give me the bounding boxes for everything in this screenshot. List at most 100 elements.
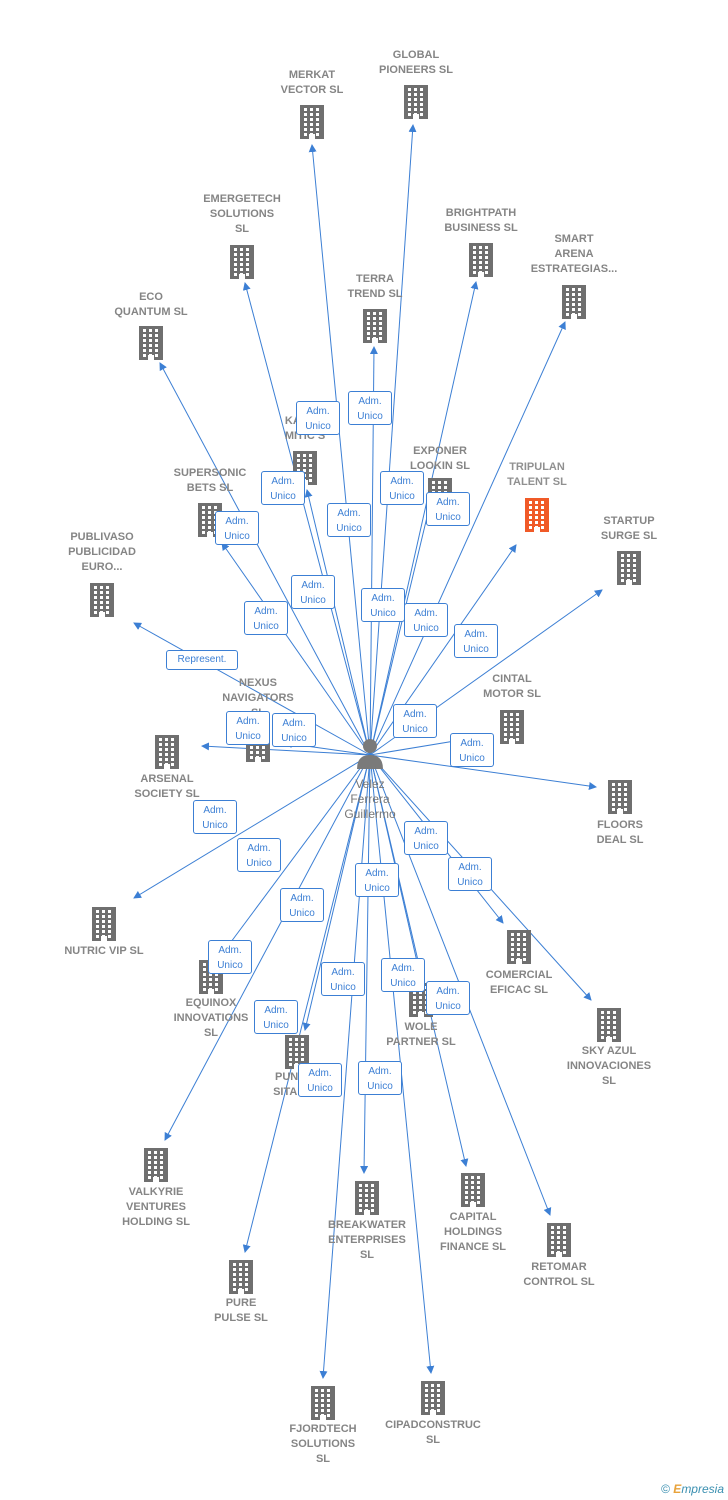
relation-label-comercial-eficac-sl[interactable]: Adm. Unico xyxy=(404,821,448,855)
relation-label-nutric-vip-sl[interactable]: Adm. Unico xyxy=(193,800,237,834)
company-label-exponer-lookin-sl[interactable]: EXPONER LOOKIN SL xyxy=(410,445,470,472)
building-icon-fjordtech-solutions-sl[interactable] xyxy=(311,1386,335,1420)
company-label-cintal-motor-sl[interactable]: CINTAL MOTOR SL xyxy=(483,673,541,700)
building-icon-breakwater-enterprises-sl[interactable] xyxy=(355,1181,379,1215)
edge-nutric-vip-sl xyxy=(133,754,371,899)
relation-label-floors-deal-sl[interactable]: Adm. Unico xyxy=(450,733,494,767)
edge-exponer-lookin-sl xyxy=(369,491,436,756)
building-icon-sky-azul-innovaciones-sl[interactable] xyxy=(597,1008,621,1042)
building-icon-global-pioneers-sl[interactable] xyxy=(404,85,428,119)
relation-label-fjordtech-solutions-sl[interactable]: Adm. Unico xyxy=(298,1063,342,1097)
relation-label-cintal-motor-sl[interactable]: Adm. Unico xyxy=(393,704,437,738)
relation-label-capital-holdings-finance-sl[interactable]: Adm. Unico xyxy=(381,958,425,992)
edge-puntel-sital-sl xyxy=(302,754,371,1031)
company-label-retomar-control-sl[interactable]: RETOMAR CONTROL SL xyxy=(523,1261,595,1288)
relation-label-publivaso-publicidad-euro[interactable]: Represent. xyxy=(166,650,238,670)
company-label-breakwater-enterprises-sl[interactable]: BREAKWATER ENTERPRISES SL xyxy=(327,1219,406,1261)
company-label-terra-trend-sl[interactable]: TERRA TREND SL xyxy=(347,273,403,300)
edge-emergetech-solutions-sl xyxy=(242,282,371,756)
company-label-equinox-innovations-sl[interactable]: EQUINOX INNOVATIONS SL xyxy=(173,997,249,1039)
edge-valkyrie-ventures-holding-sl xyxy=(164,754,371,1141)
relation-label-equinox-innovations-sl[interactable]: Adm. Unico xyxy=(237,838,281,872)
edge-kapital-mitic xyxy=(304,489,371,756)
building-icon-capital-holdings-finance-sl[interactable] xyxy=(461,1173,485,1207)
relation-label-tripulan-talent-sl[interactable]: Adm. Unico xyxy=(404,603,448,637)
relation-label-arsenal-society-sl[interactable]: Adm. Unico xyxy=(226,711,270,745)
company-label-publivaso-publicidad-euro[interactable]: PUBLIVASO PUBLICIDAD EURO... xyxy=(68,531,136,573)
edge-global-pioneers-sl xyxy=(369,124,417,756)
building-icon-eco-quantum-sl[interactable] xyxy=(139,326,163,360)
relation-label-sky-azul-innovaciones-sl[interactable]: Adm. Unico xyxy=(448,857,492,891)
footer-brand: © Empresia xyxy=(661,1482,724,1496)
building-icon-cintal-motor-sl[interactable] xyxy=(500,710,524,744)
company-label-valkyrie-ventures-holding-sl[interactable]: VALKYRIE VENTURES HOLDING SL xyxy=(122,1186,190,1228)
building-icon-tripulan-talent-sl[interactable] xyxy=(525,498,549,532)
company-label-brightpath-business-sl[interactable]: BRIGHTPATH BUSINESS SL xyxy=(444,207,518,234)
relation-label-smart-arena-estrategias[interactable]: Adm. Unico xyxy=(426,492,470,526)
person-icon xyxy=(357,739,383,769)
company-label-comercial-eficac-sl[interactable]: COMERCIAL EFICAC SL xyxy=(485,969,553,996)
building-icon-terra-trend-sl[interactable] xyxy=(363,309,387,343)
building-icon-emergetech-solutions-sl[interactable] xyxy=(230,245,254,279)
center-person-name[interactable]: Velez Ferrera Guillermo xyxy=(344,777,396,821)
relation-label-startup-surge-sl[interactable]: Adm. Unico xyxy=(454,624,498,658)
company-label-floors-deal-sl[interactable]: FLOORS DEAL SL xyxy=(596,819,644,846)
relation-label-retomar-control-sl[interactable]: Adm. Unico xyxy=(426,981,470,1015)
relation-label-exponer-lookin-sl[interactable]: Adm. Unico xyxy=(361,588,405,622)
building-icon-floors-deal-sl[interactable] xyxy=(608,780,632,814)
edge-publivaso-publicidad-euro xyxy=(133,622,371,756)
company-label-cipadconstruc-sl[interactable]: CIPADCONSTRUC SL xyxy=(385,1419,481,1446)
edge-smart-arena-estrategias xyxy=(369,321,566,756)
company-label-eco-quantum-sl[interactable]: ECO QUANTUM SL xyxy=(114,291,188,318)
company-label-fjordtech-solutions-sl[interactable]: FJORDTECH SOLUTIONS SL xyxy=(289,1423,357,1465)
building-icon-merkat-vector-sl[interactable] xyxy=(300,105,324,139)
relation-label-eco-quantum-sl[interactable]: Adm. Unico xyxy=(215,511,259,545)
company-label-wole-partner-sl[interactable]: WOLE PARTNER SL xyxy=(386,1021,456,1048)
building-icon-brightpath-business-sl[interactable] xyxy=(469,243,493,277)
edge-arsenal-society-sl xyxy=(201,742,371,756)
relation-label-wole-partner-sl[interactable]: Adm. Unico xyxy=(355,863,399,897)
relation-label-puntel-sital-sl[interactable]: Adm. Unico xyxy=(280,888,324,922)
company-label-supersonic-bets-sl[interactable]: SUPERSONIC BETS SL xyxy=(173,467,247,494)
building-icon-arsenal-society-sl[interactable] xyxy=(155,735,179,769)
building-icon-nutric-vip-sl[interactable] xyxy=(92,907,116,941)
edge-brightpath-business-sl xyxy=(369,281,479,756)
company-label-merkat-vector-sl[interactable]: MERKAT VECTOR SL xyxy=(280,69,344,96)
brand-logo-text: mpresia xyxy=(681,1482,724,1496)
building-icon-publivaso-publicidad-euro[interactable] xyxy=(90,583,114,617)
relation-label-global-pioneers-sl[interactable]: Adm. Unico xyxy=(348,391,392,425)
relation-label-merkat-vector-sl[interactable]: Adm. Unico xyxy=(296,401,340,435)
company-label-puntel-sital-sl[interactable]: PUNTEL SITAL SL xyxy=(273,1071,321,1098)
company-label-smart-arena-estrategias[interactable]: SMART ARENA ESTRATEGIAS... xyxy=(530,233,618,275)
relation-label-kapital-mitic[interactable]: Adm. Unico xyxy=(291,575,335,609)
relation-label-terra-trend-sl[interactable]: Adm. Unico xyxy=(327,503,371,537)
building-icon-pure-pulse-sl[interactable] xyxy=(229,1260,253,1294)
relation-label-supersonic-bets-sl[interactable]: Adm. Unico xyxy=(244,601,288,635)
company-label-emergetech-solutions-sl[interactable]: EMERGETECH SOLUTIONS SL xyxy=(203,193,281,235)
edge-merkat-vector-sl xyxy=(308,144,371,756)
relation-label-cipadconstruc-sl[interactable]: Adm. Unico xyxy=(358,1061,402,1095)
relation-label-breakwater-enterprises-sl[interactable]: Adm. Unico xyxy=(321,962,365,996)
relation-label-valkyrie-ventures-holding-sl[interactable]: Adm. Unico xyxy=(208,940,252,974)
company-label-nutric-vip-sl[interactable]: NUTRIC VIP SL xyxy=(64,945,144,957)
building-icon-comercial-eficac-sl[interactable] xyxy=(507,930,531,964)
relation-label-brightpath-business-sl[interactable]: Adm. Unico xyxy=(380,471,424,505)
company-label-global-pioneers-sl[interactable]: GLOBAL PIONEERS SL xyxy=(379,49,453,76)
nodes-layer xyxy=(90,85,641,1420)
relation-label-pure-pulse-sl[interactable]: Adm. Unico xyxy=(254,1000,298,1034)
edge-breakwater-enterprises-sl xyxy=(360,754,371,1174)
building-icon-smart-arena-estrategias[interactable] xyxy=(562,285,586,319)
company-label-sky-azul-innovaciones-sl[interactable]: SKY AZUL INNOVACIONES SL xyxy=(566,1045,652,1087)
edge-supersonic-bets-sl xyxy=(221,542,371,756)
building-icon-startup-surge-sl[interactable] xyxy=(617,551,641,585)
building-icon-valkyrie-ventures-holding-sl[interactable] xyxy=(144,1148,168,1182)
company-label-tripulan-talent-sl[interactable]: TRIPULAN TALENT SL xyxy=(507,461,567,488)
company-label-capital-holdings-finance-sl[interactable]: CAPITAL HOLDINGS FINANCE SL xyxy=(440,1211,506,1253)
company-label-startup-surge-sl[interactable]: STARTUP SURGE SL xyxy=(600,515,658,542)
relation-label-nexus-navigators-sl[interactable]: Adm. Unico xyxy=(272,713,316,747)
building-icon-retomar-control-sl[interactable] xyxy=(547,1223,571,1257)
relation-label-emergetech-solutions-sl[interactable]: Adm. Unico xyxy=(261,471,305,505)
company-label-pure-pulse-sl[interactable]: PURE PULSE SL xyxy=(214,1297,268,1324)
building-icon-cipadconstruc-sl[interactable] xyxy=(421,1381,445,1415)
company-label-arsenal-society-sl[interactable]: ARSENAL SOCIETY SL xyxy=(134,773,200,800)
